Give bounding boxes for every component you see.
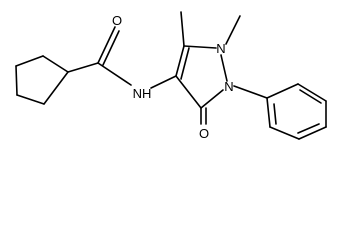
amide-linker [67,26,132,86]
chemical-structure-diagram: O NH N N O [15,11,327,141]
methyl-groups [180,11,241,47]
atom-labels: O NH N N O [112,13,234,141]
phenyl-ring [233,83,327,140]
amide-nh-label: NH [133,86,152,101]
pyrazolone-ring [150,45,228,125]
ring-oxygen-label: O [199,126,209,141]
n1-label: N [216,41,225,56]
cyclopentane-ring [15,55,69,105]
n2-label: N [224,79,233,94]
carbonyl-oxygen-label: O [112,13,122,28]
